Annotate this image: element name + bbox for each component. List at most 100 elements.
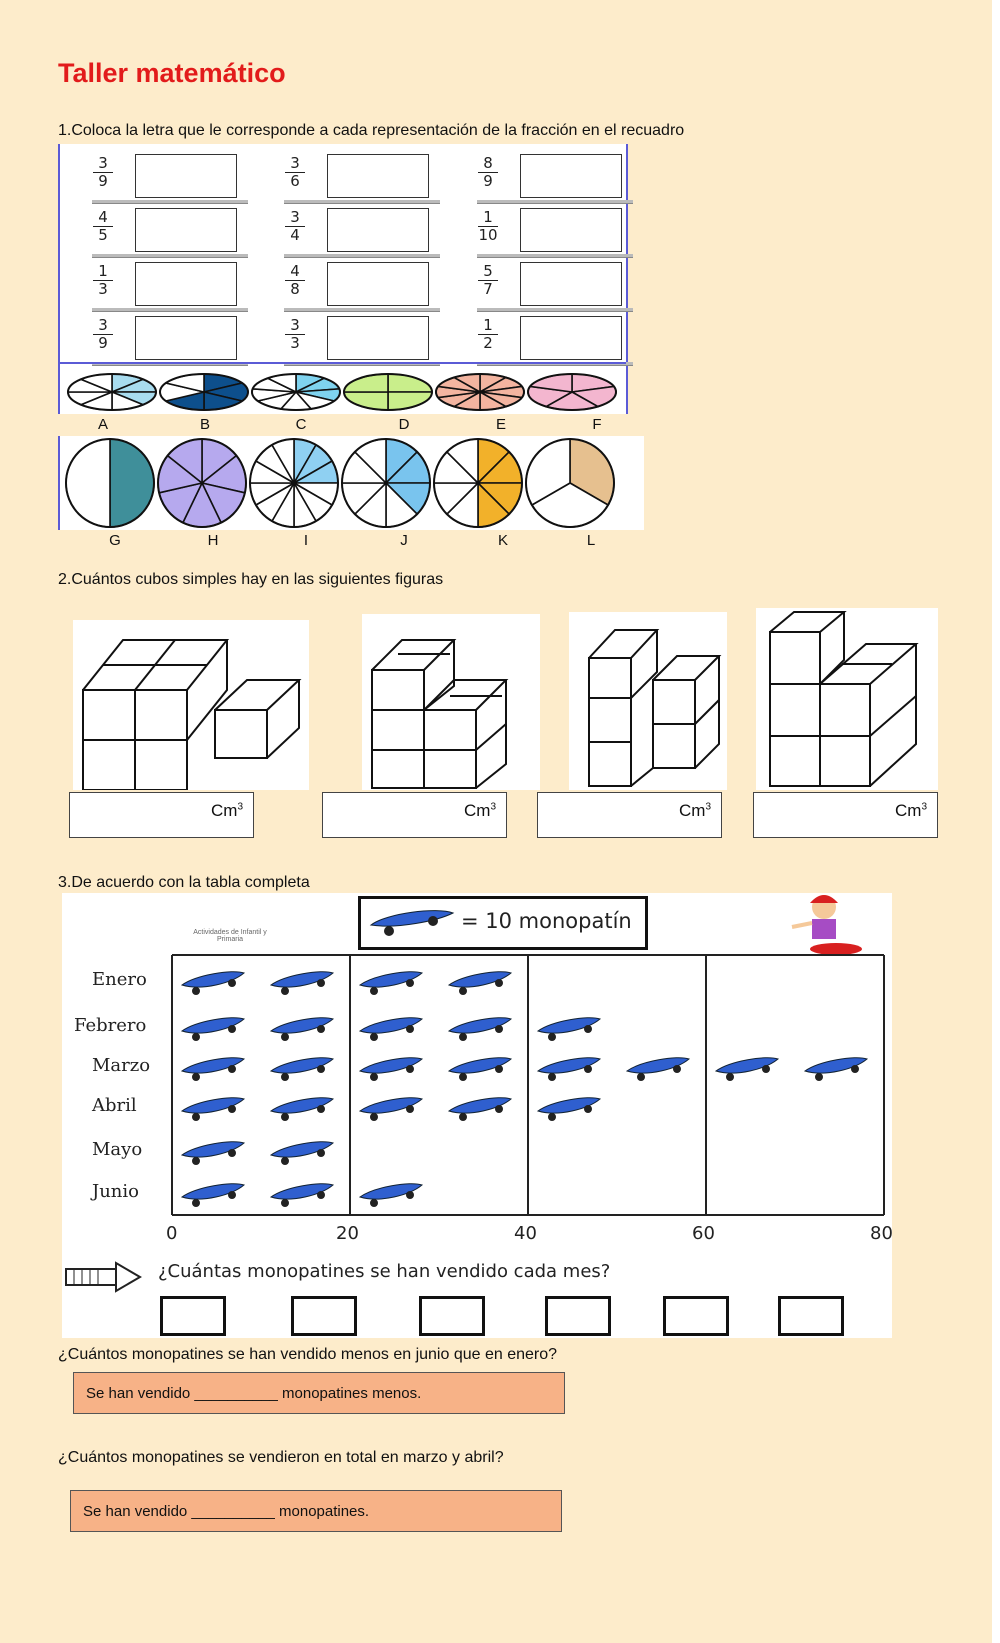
fraction-answer-box[interactable] <box>327 316 429 360</box>
circle-letter: E <box>495 416 506 433</box>
fraction-answer-box[interactable] <box>327 154 429 198</box>
cube-figure-4 <box>756 608 938 790</box>
fraction-circle <box>433 438 523 528</box>
month-answer-box[interactable] <box>663 1296 729 1336</box>
legend-text: = 10 monopatín <box>461 909 632 933</box>
fraction-circle <box>341 438 431 528</box>
skateboard-icon <box>447 1017 513 1041</box>
legend-box: = 10 monopatín <box>358 896 648 950</box>
pictograph: Actividades de Infantil y Primaria = 10 … <box>62 893 893 1338</box>
q3-instruction: 3.De acuerdo con la tabla completa <box>58 874 310 891</box>
answer-sentence-1[interactable]: Se han vendido __________ monopatines me… <box>73 1372 565 1414</box>
fraction-answer-box[interactable] <box>327 208 429 252</box>
circle-letter: J <box>400 532 408 549</box>
legend-skate-icon <box>369 910 455 936</box>
month-label: Febrero <box>74 1015 147 1036</box>
answer-box-cubes-2[interactable]: Cm3 <box>322 792 507 838</box>
fraction-numerator: 3 <box>98 316 108 334</box>
skateboard-icon <box>180 1097 246 1121</box>
fraction-answer-box[interactable] <box>135 316 237 360</box>
month-answer-box[interactable] <box>545 1296 611 1336</box>
fraction-circle <box>343 373 433 411</box>
circle-letter: D <box>398 416 410 433</box>
x-tick-label: 60 <box>692 1223 715 1244</box>
row-separator <box>92 200 248 204</box>
fraction-answer-box[interactable] <box>520 208 622 252</box>
circle-letter: F <box>592 416 602 433</box>
fraction-numerator: 1 <box>483 208 493 226</box>
fraction-answer-box[interactable] <box>327 262 429 306</box>
circle-letter: H <box>207 532 219 549</box>
cube-figure-3 <box>569 612 727 790</box>
skateboard-icon <box>180 1183 246 1207</box>
fraction-answer-box[interactable] <box>135 262 237 306</box>
month-label: Enero <box>92 969 147 990</box>
row-separator <box>477 362 633 366</box>
skateboard-icon <box>269 1057 335 1081</box>
month-answer-box[interactable] <box>160 1296 226 1336</box>
fraction-denominator: 9 <box>483 172 493 190</box>
fraction-answer-box[interactable] <box>520 154 622 198</box>
skateboard-icon <box>269 1097 335 1121</box>
fraction-answer-box[interactable] <box>520 262 622 306</box>
skateboard-icon <box>536 1057 602 1081</box>
month-answer-box[interactable] <box>778 1296 844 1336</box>
fraction-denominator: 3 <box>290 334 300 352</box>
fraction-bar <box>93 226 113 227</box>
answer-sentence-2[interactable]: Se han vendido __________ monopatines. <box>70 1490 562 1532</box>
month-answer-box[interactable] <box>291 1296 357 1336</box>
fraction-bar <box>93 334 113 335</box>
x-tick-label: 40 <box>514 1223 537 1244</box>
circle-slice <box>109 438 155 528</box>
fraction-bar <box>478 334 498 335</box>
answer-box-cubes-4[interactable]: Cm3 <box>753 792 938 838</box>
row-separator <box>92 308 248 312</box>
answer-box-cubes-1[interactable]: Cm3 <box>69 792 254 838</box>
circle-outline <box>159 373 249 411</box>
pencil-arrow-icon <box>65 1261 142 1293</box>
fraction-numerator: 3 <box>290 208 300 226</box>
skateboard-icon <box>536 1097 602 1121</box>
page-edge <box>992 0 1000 1643</box>
fraction-numerator: 3 <box>98 154 108 172</box>
fraction-answer-box[interactable] <box>135 208 237 252</box>
fraction-answer-box[interactable] <box>520 316 622 360</box>
row-separator <box>477 308 633 312</box>
answer-box-cubes-3[interactable]: Cm3 <box>537 792 722 838</box>
circle-letter: G <box>109 532 121 549</box>
fraction-bar <box>285 334 305 335</box>
month-answer-box[interactable] <box>419 1296 485 1336</box>
row-separator <box>284 254 440 258</box>
fraction-circle <box>159 373 249 411</box>
fraction-numerator: 3 <box>290 316 300 334</box>
fraction-numerator: 8 <box>483 154 493 172</box>
skateboard-icon <box>625 1057 691 1081</box>
skateboard-icon <box>358 1017 424 1041</box>
skateboard-icon <box>180 1141 246 1165</box>
panel-divider <box>60 362 626 364</box>
row-separator <box>92 362 248 366</box>
fraction-answer-box[interactable] <box>135 154 237 198</box>
month-label: Junio <box>92 1181 139 1202</box>
month-label: Abril <box>92 1095 137 1116</box>
row-separator <box>477 254 633 258</box>
skateboard-icon <box>536 1017 602 1041</box>
fraction-bar <box>93 280 113 281</box>
skateboard-icon <box>447 1097 513 1121</box>
cube-figure-2 <box>362 614 540 790</box>
fraction-circle <box>525 438 615 528</box>
month-label: Mayo <box>92 1139 143 1160</box>
x-tick-label: 20 <box>336 1223 359 1244</box>
fraction-circle <box>527 373 617 411</box>
skateboard-icon <box>358 1097 424 1121</box>
fraction-denominator: 5 <box>98 226 108 244</box>
month-label: Marzo <box>92 1055 151 1076</box>
q3-subquestion-2: ¿Cuántos monopatines se vendieron en tot… <box>58 1449 504 1466</box>
fraction-circle <box>67 373 157 411</box>
row-separator <box>284 362 440 366</box>
